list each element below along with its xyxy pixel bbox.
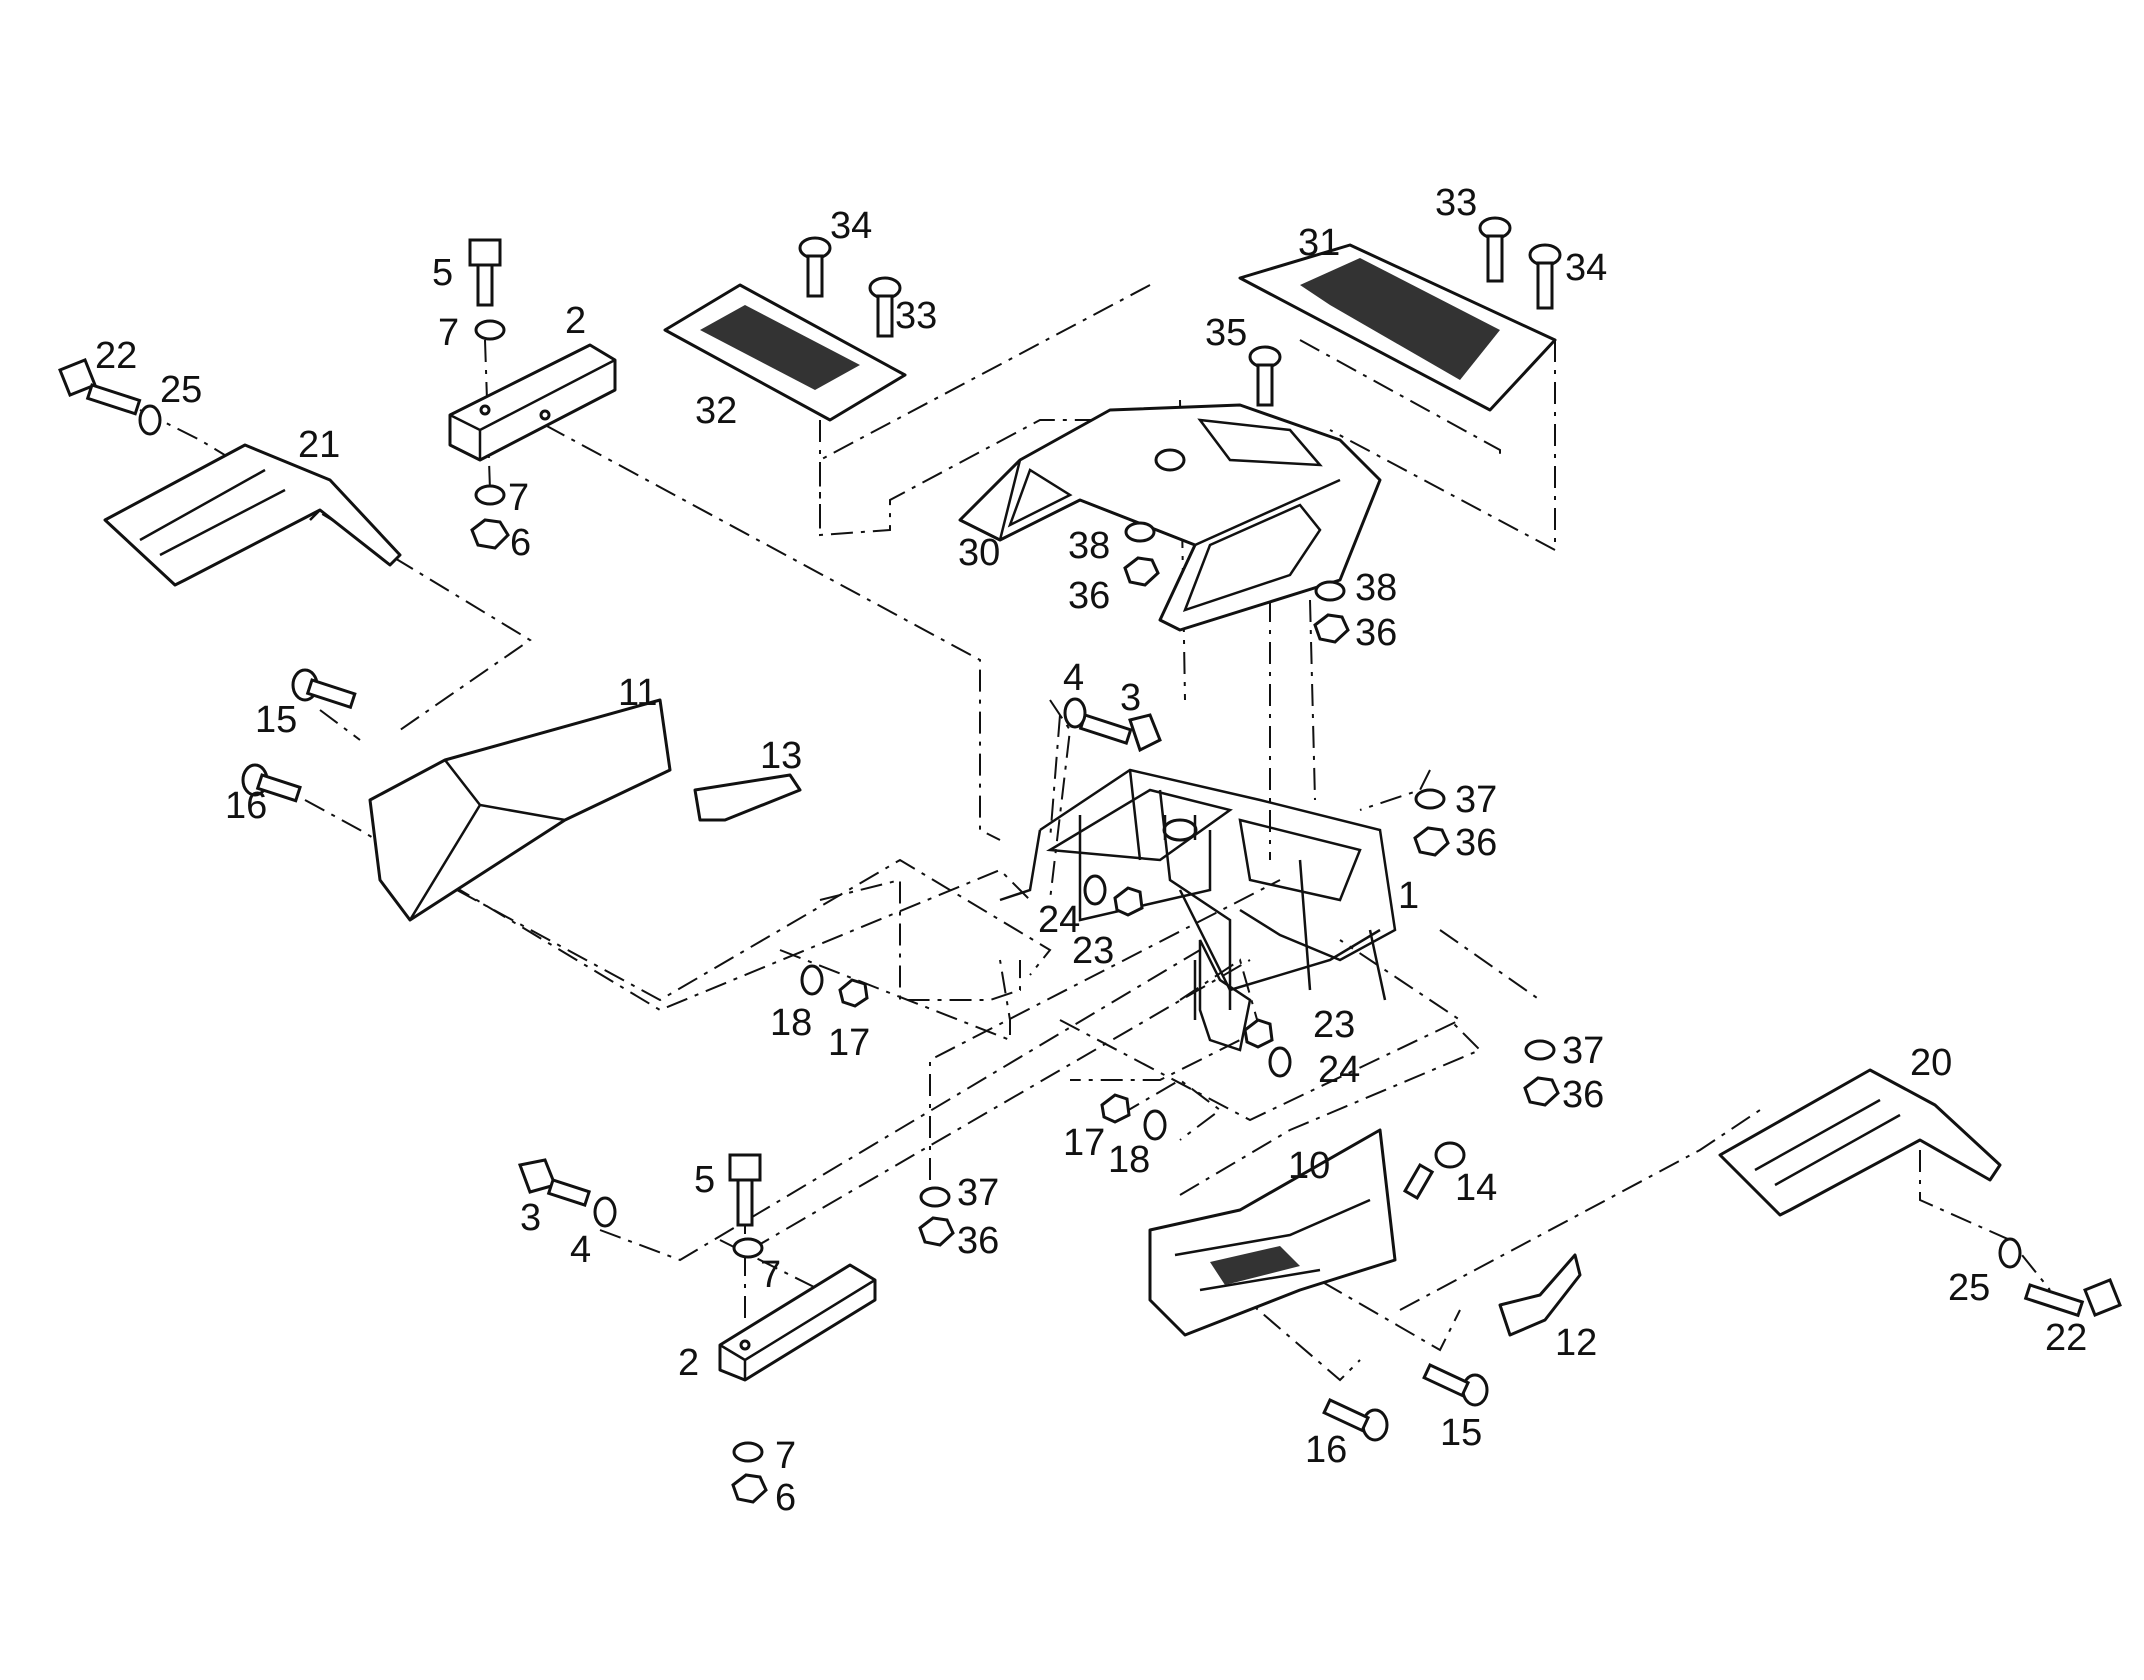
callout-18: 18 <box>770 1002 812 1044</box>
callout-17: 17 <box>828 1022 870 1064</box>
callout-36: 36 <box>1562 1074 1604 1116</box>
bracket-13 <box>693 773 802 822</box>
callout-38: 38 <box>1068 525 1110 567</box>
callout-5: 5 <box>694 1159 715 1201</box>
callout-2: 2 <box>678 1342 699 1384</box>
callout-32: 32 <box>695 390 737 432</box>
callout-35: 35 <box>1205 312 1247 354</box>
bolt-hardware <box>58 216 2122 1442</box>
callout-33: 33 <box>895 295 937 337</box>
step-fender-right <box>1148 1128 1397 1337</box>
callout-23: 23 <box>1313 1004 1355 1046</box>
callout-31: 31 <box>1298 222 1340 264</box>
callout-labels: 1 2 2 3 3 4 4 5 5 6 6 7 7 7 7 10 11 12 1… <box>95 182 2087 1519</box>
roof-grille-panel-right <box>1238 243 1557 412</box>
callout-24: 24 <box>1318 1049 1360 1091</box>
callout-25: 25 <box>160 369 202 411</box>
callout-7: 7 <box>760 1254 781 1296</box>
channel-bracket-upper <box>448 343 617 462</box>
callout-6: 6 <box>510 522 531 564</box>
callout-18: 18 <box>1108 1139 1150 1181</box>
callout-22: 22 <box>95 335 137 377</box>
callout-5: 5 <box>432 252 453 294</box>
callout-15: 15 <box>1440 1412 1482 1454</box>
callout-14: 14 <box>1455 1167 1497 1209</box>
step-fender-left <box>368 698 672 922</box>
callout-7: 7 <box>438 312 459 354</box>
callout-3: 3 <box>520 1197 541 1239</box>
callout-2: 2 <box>565 300 586 342</box>
callout-30: 30 <box>958 532 1000 574</box>
callout-12: 12 <box>1555 1322 1597 1364</box>
callout-16: 16 <box>225 785 267 827</box>
callout-15: 15 <box>255 699 297 741</box>
callout-4: 4 <box>570 1229 591 1271</box>
callout-36: 36 <box>957 1220 999 1262</box>
callout-20: 20 <box>1910 1042 1952 1084</box>
callout-21: 21 <box>298 424 340 466</box>
roof-grille-panel-left <box>663 283 907 422</box>
callout-17: 17 <box>1063 1122 1105 1164</box>
callout-3: 3 <box>1120 677 1141 719</box>
bracket-12 <box>1498 1253 1582 1337</box>
callout-36: 36 <box>1355 612 1397 654</box>
callout-23: 23 <box>1072 930 1114 972</box>
callout-38: 38 <box>1355 567 1397 609</box>
callout-34: 34 <box>830 205 872 247</box>
callout-6: 6 <box>775 1477 796 1519</box>
callout-37: 37 <box>957 1172 999 1214</box>
callout-24: 24 <box>1038 899 1080 941</box>
callout-22: 22 <box>2045 1317 2087 1359</box>
callout-25: 25 <box>1948 1267 1990 1309</box>
callout-36: 36 <box>1455 822 1497 864</box>
callout-7: 7 <box>508 477 529 519</box>
washers-and-nuts <box>138 319 2022 1504</box>
main-frame <box>999 768 1397 1052</box>
callout-37: 37 <box>1455 779 1497 821</box>
callout-4: 4 <box>1063 657 1084 699</box>
callout-34: 34 <box>1565 247 1607 289</box>
callout-7: 7 <box>775 1435 796 1477</box>
channel-bracket-lower <box>718 1263 877 1382</box>
callout-13: 13 <box>760 735 802 777</box>
foot-plate-21 <box>103 443 402 587</box>
callout-11: 11 <box>618 672 657 714</box>
callout-10: 10 <box>1288 1145 1330 1187</box>
callout-37: 37 <box>1562 1030 1604 1072</box>
callout-16: 16 <box>1305 1429 1347 1471</box>
foot-plate-20 <box>1718 1068 2002 1217</box>
callout-36: 36 <box>1068 575 1110 617</box>
cab-roof-shell <box>958 403 1382 632</box>
callout-33: 33 <box>1435 182 1477 224</box>
callout-1: 1 <box>1398 875 1419 917</box>
